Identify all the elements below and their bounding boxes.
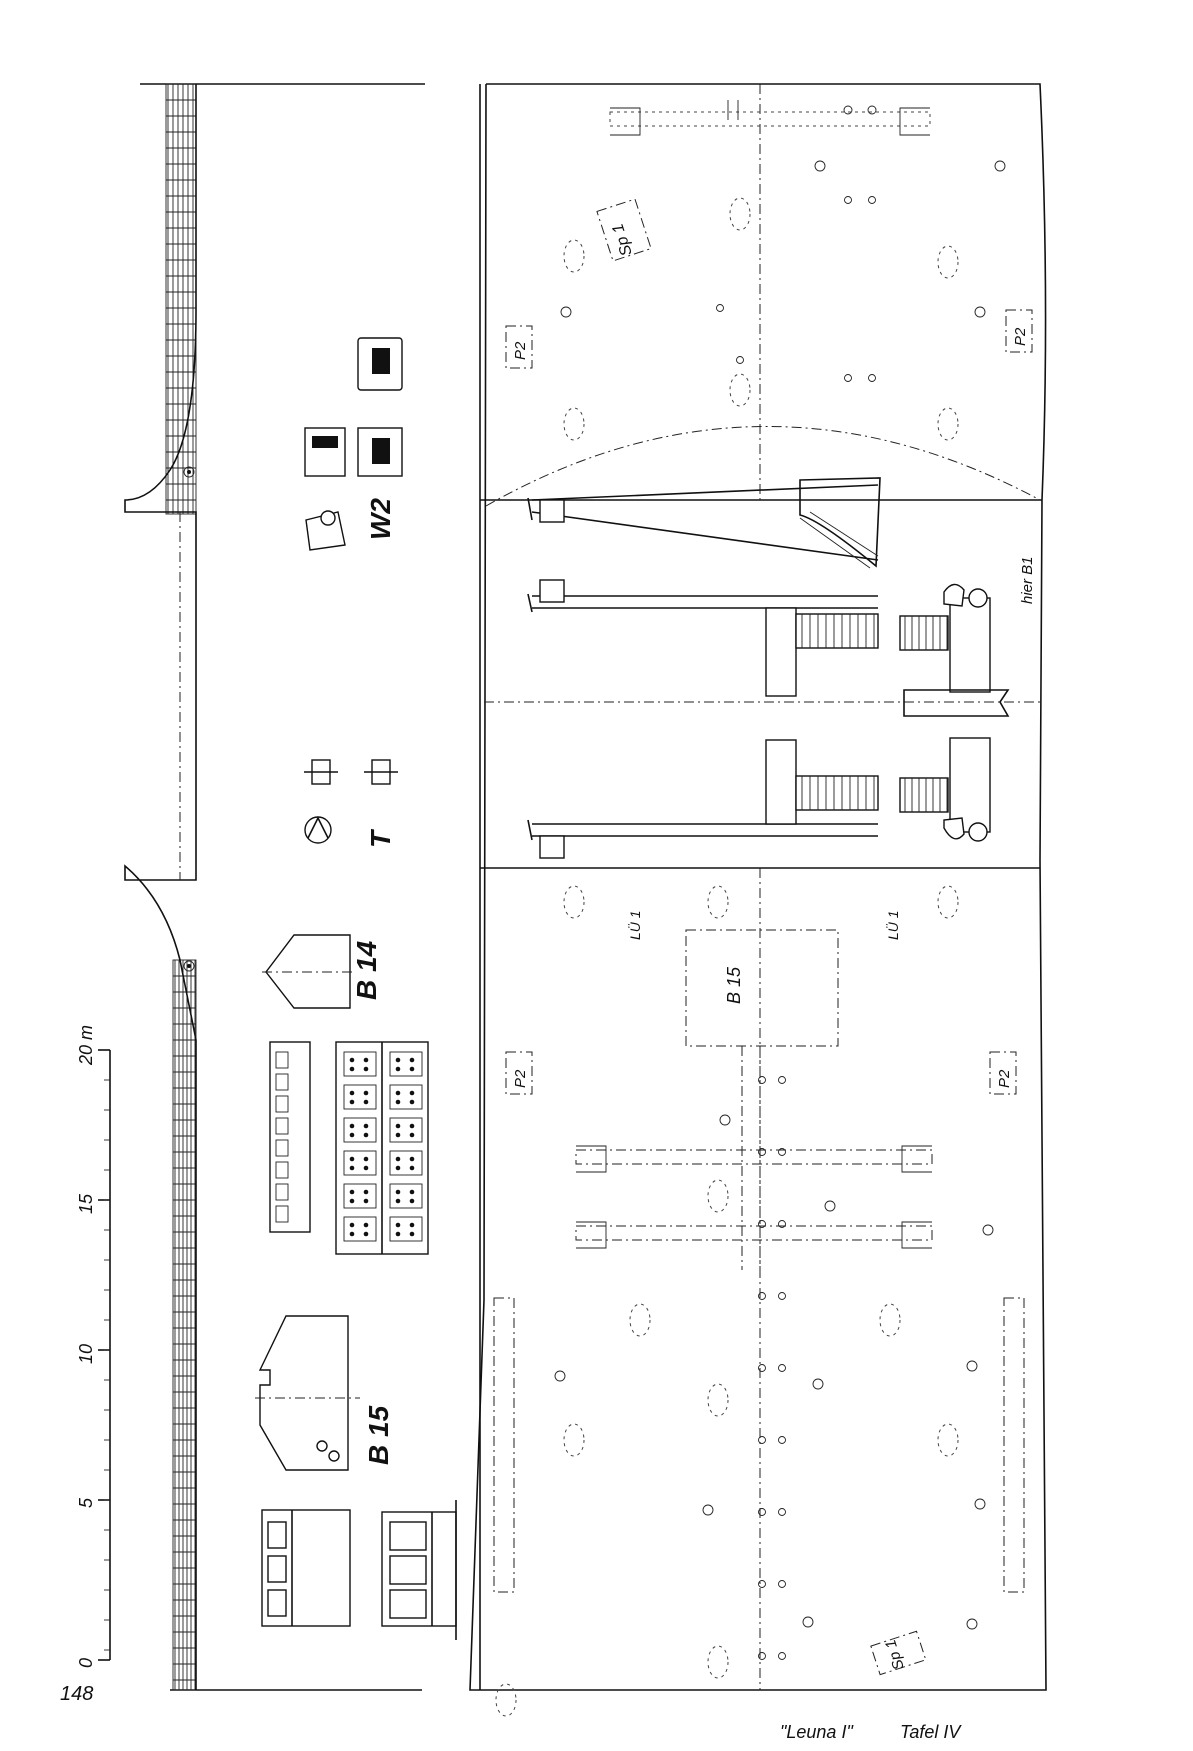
boat-label-b15: B 15 xyxy=(363,1405,394,1465)
scale-tick-5: 5 xyxy=(76,1497,96,1508)
lower-beams xyxy=(493,1145,1025,1593)
boat-label-b14: B 14 xyxy=(351,940,382,1000)
sp1-label-bottom: Sp 1 xyxy=(882,1637,908,1672)
derrick-booms xyxy=(527,477,881,859)
upper-beams xyxy=(609,100,931,136)
p2-label-1: P2 xyxy=(512,341,529,360)
p2-label-3: P2 xyxy=(512,1069,529,1088)
hier-b1-label: hier B1 xyxy=(1019,556,1036,604)
p2-label-2: P2 xyxy=(1012,327,1029,346)
deck-plan: Sp 1 P2 P2 P2 P2 xyxy=(469,83,1047,1717)
boat-b14: B 14 xyxy=(262,934,429,1255)
sp1-top-tag: Sp 1 xyxy=(596,198,652,262)
hatch-b15-label: B 15 xyxy=(724,966,744,1004)
caption-plate: Tafel IV xyxy=(900,1722,962,1742)
scale-bar: 20 m 15 10 5 0 xyxy=(76,1025,111,1668)
scale-tick-0: 0 xyxy=(76,1658,96,1668)
lu1-label-2: LÜ 1 xyxy=(884,910,901,940)
hatch-ladders: hier B1 xyxy=(765,556,1036,842)
caption-ship-name: "Leuna I" xyxy=(780,1722,854,1742)
scale-unit-label: 20 m xyxy=(76,1025,96,1066)
hatch-b15: B 15 LÜ 1 LÜ 1 xyxy=(626,910,901,1270)
winch-label-w2: W2 xyxy=(365,498,396,540)
lu1-label-1: LÜ 1 xyxy=(626,910,643,940)
sp1-label-top: Sp 1 xyxy=(609,221,635,258)
scale-tick-15: 15 xyxy=(76,1193,96,1214)
l7-markers xyxy=(554,160,1006,1630)
tackle-label-t: T xyxy=(365,828,396,848)
side-elevation: 20 m 15 10 5 0 148 W2 T xyxy=(60,83,457,1705)
boat-b15: B 15 xyxy=(255,1315,457,1640)
equipment-t: T xyxy=(304,759,398,848)
equipment-w2: W2 xyxy=(304,337,403,551)
sp1-bottom-tag: Sp 1 xyxy=(870,1630,927,1676)
page-number: 148 xyxy=(60,1683,93,1705)
p2-label-4: P2 xyxy=(996,1069,1013,1088)
rivet-holes xyxy=(495,196,959,1717)
scale-tick-10: 10 xyxy=(76,1344,96,1364)
p2-tags: P2 P2 P2 P2 xyxy=(505,309,1033,1095)
